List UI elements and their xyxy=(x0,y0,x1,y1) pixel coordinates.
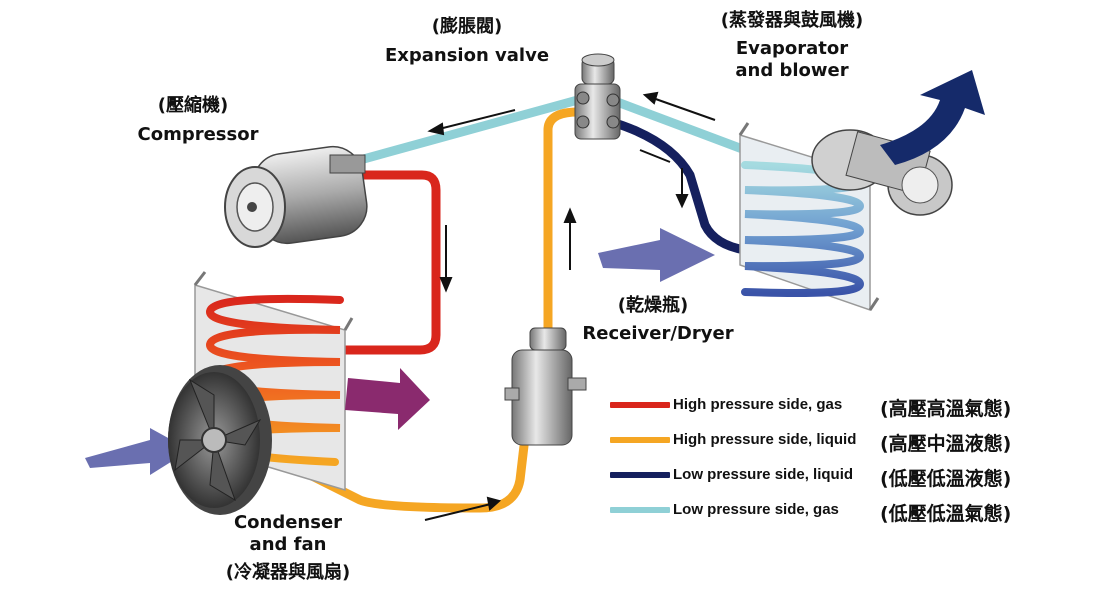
expansion-valve-label: Expansion valve xyxy=(384,45,550,66)
legend-swatch-low-liquid xyxy=(610,472,670,478)
receiver-label: Receiver/Dryer xyxy=(582,323,734,344)
airflow-in-left-arrow xyxy=(85,428,190,475)
legend-swatch-low-gas xyxy=(610,507,670,513)
legend-cn-low-liquid: (低壓低溫液態) xyxy=(880,468,1012,490)
legend-label-low-gas: Low pressure side, gas xyxy=(673,501,839,518)
compressor-icon xyxy=(224,145,368,248)
evaporator-label-line2: and blower xyxy=(735,60,849,81)
legend-cn-high-liquid: (高壓中溫液態) xyxy=(880,433,1012,455)
evaporator-cn-label: (蒸發器與鼓風機) xyxy=(720,10,864,31)
legend-label-high-liquid: High pressure side, liquid xyxy=(673,431,857,448)
blower-icon xyxy=(811,129,953,216)
condenser-label-line2: and fan xyxy=(249,534,327,555)
compressor-cn-label: (壓縮機) xyxy=(157,95,229,116)
legend-swatch-high-gas xyxy=(610,402,670,408)
pipe-low-liquid-to-evaporator xyxy=(607,117,750,255)
pipe-high-liquid-to-valve xyxy=(543,107,583,340)
airflow-out-arrow xyxy=(880,70,985,165)
condenser-label-line1: Condenser xyxy=(233,512,343,533)
compressor-label: Compressor xyxy=(137,124,259,145)
pipe-low-gas-from-evaporator xyxy=(607,95,750,155)
airflow-in-right-arrow xyxy=(598,228,715,282)
condenser-cn-label: (冷凝器與風扇) xyxy=(225,562,351,583)
legend-label-high-gas: High pressure side, gas xyxy=(673,396,843,413)
condenser-fan-icon xyxy=(168,365,272,515)
pipe-low-gas-to-compressor xyxy=(355,93,590,165)
receiver-dryer-icon xyxy=(504,327,587,446)
pipe-high-liquid-to-receiver xyxy=(265,415,532,513)
legend-cn-high-gas: (高壓高溫氣態) xyxy=(880,398,1012,420)
flow-arrows xyxy=(424,91,716,521)
legend-swatch-high-liquid xyxy=(610,437,670,443)
pipe-high-gas-to-condenser xyxy=(335,170,441,355)
expansion-valve-icon xyxy=(574,53,621,140)
receiver-cn-label: (乾燥瓶) xyxy=(617,295,689,316)
legend-cn-low-gas: (低壓低溫氣態) xyxy=(880,503,1012,525)
evaporator-label-line1: Evaporator xyxy=(735,38,849,59)
expansion-valve-cn-label: (膨脹閥) xyxy=(431,16,503,37)
airflow-hot-arrow xyxy=(345,368,430,430)
legend-label-low-liquid: Low pressure side, liquid xyxy=(673,466,854,483)
